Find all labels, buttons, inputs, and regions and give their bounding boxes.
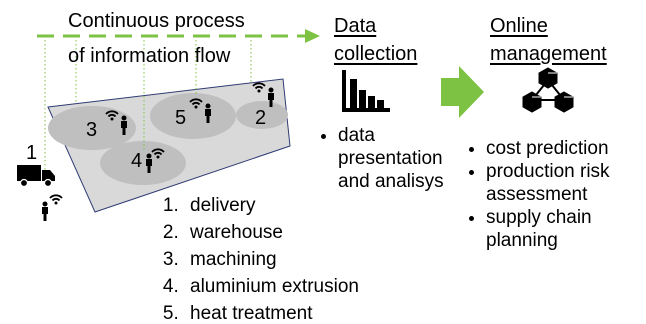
legend-item: warehouse: [184, 219, 359, 246]
legend-item: heat treatment: [184, 300, 359, 324]
delivery-truck-icon: [17, 165, 55, 188]
blocks-network-icon: [522, 67, 574, 113]
zone-legend: delivery warehouse machining aluminium e…: [150, 192, 359, 324]
zone-number-4: 4: [131, 150, 143, 172]
zone-2-area: [236, 101, 288, 129]
flow-title-line1: Continuous process: [68, 10, 245, 32]
legend-item: machining: [184, 246, 359, 273]
bullet-line: cost prediction: [486, 138, 609, 159]
online-management-bullet: supply chain planning: [486, 206, 610, 252]
zone-number-3: 3: [86, 119, 98, 141]
zone-4-area: [100, 141, 186, 185]
delivery-number: 1: [26, 142, 38, 164]
data-collection-title-line2: collection: [334, 43, 418, 65]
bar-chart-icon: [342, 70, 390, 112]
online-management-bullet: production risk assessment: [486, 160, 610, 206]
bullet-line: data: [338, 125, 375, 146]
zone-number-2: 2: [255, 107, 267, 129]
online-management-bullet: cost prediction: [486, 137, 610, 160]
online-management-title-line2: management: [490, 43, 607, 65]
zone-5-area: [150, 93, 236, 139]
bullet-line: assessment: [486, 184, 588, 205]
wifi-person-icon: [189, 98, 211, 123]
zone-3-area: [48, 106, 136, 150]
data-collection-title-line1: Data: [334, 15, 377, 37]
right-arrow-icon: [441, 66, 484, 118]
data-collection-bullets: data presentation and analisys: [322, 124, 444, 193]
person-wifi-icon: [42, 194, 63, 221]
wifi-person-icon: [105, 110, 127, 135]
bullet-line: and analisys: [338, 171, 444, 192]
wifi-person-icon: [252, 82, 274, 107]
online-management-bullets: cost prediction production risk assessme…: [470, 137, 610, 252]
bullet-line: supply chain: [486, 207, 592, 228]
bullet-line: presentation: [338, 148, 443, 169]
flow-connectors: [44, 36, 252, 188]
flow-arrow: [37, 29, 320, 43]
bullet-line: production risk: [486, 161, 610, 182]
bullet-line: planning: [486, 230, 558, 251]
legend-item: delivery: [184, 192, 359, 219]
data-collection-bullet: data presentation and analisys: [338, 124, 444, 193]
flow-title-line2: of information flow: [68, 45, 231, 67]
person-wifi-icon: [146, 148, 165, 173]
online-management-title-line1: Online: [490, 15, 548, 37]
zone-number-5: 5: [175, 107, 187, 129]
legend-item: aluminium extrusion: [184, 273, 359, 300]
